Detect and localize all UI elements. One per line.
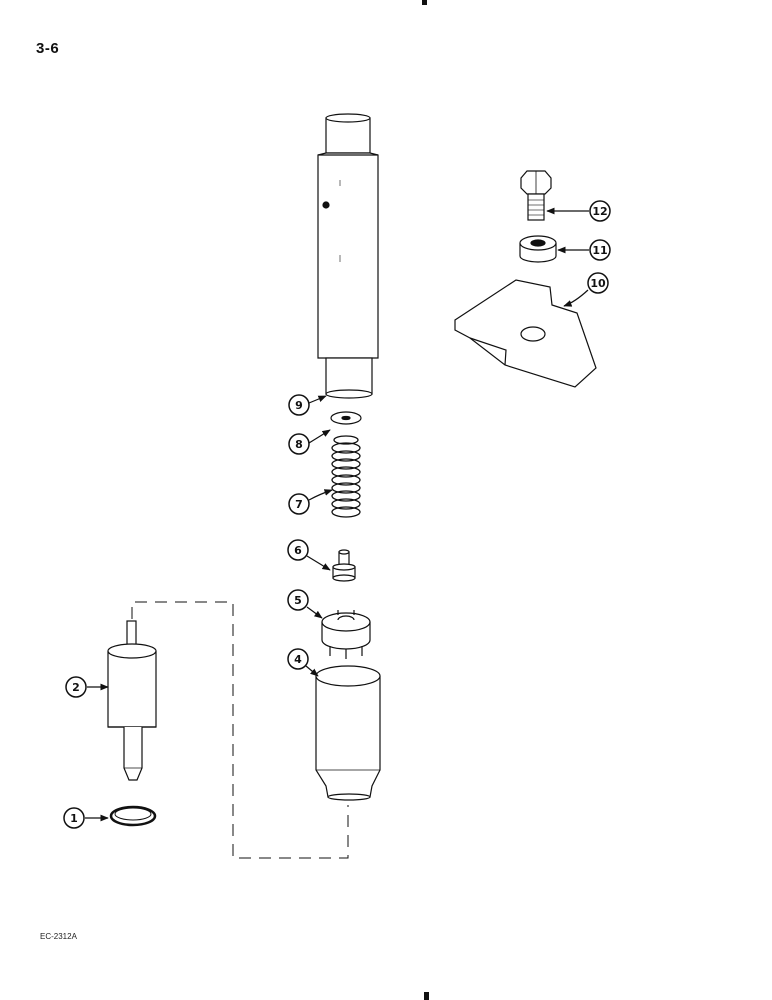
callout-6: 6 [287, 539, 309, 561]
callout-9: 9 [288, 394, 310, 416]
nozzle [107, 620, 157, 781]
leader-arrow-6 [306, 555, 331, 571]
leader-arrow-8 [308, 429, 331, 444]
shim-washer [330, 411, 362, 425]
callout-number: 7 [295, 498, 303, 511]
callout-number: 4 [294, 653, 302, 666]
leader-arrow-4 [305, 665, 319, 677]
binding-mark-bottom [424, 992, 429, 1000]
intermediate-disc [321, 610, 371, 659]
callout-number: 5 [294, 594, 302, 607]
clamp [454, 279, 597, 388]
callouts: 1 2 4 5 6 7 8 9 [63, 200, 611, 829]
callout-2: 2 [65, 676, 87, 698]
callout-number: 6 [294, 544, 302, 557]
spherical-washer [519, 235, 557, 263]
page-number: 3-6 [36, 40, 60, 57]
callout-number: 11 [592, 244, 607, 257]
callout-7: 7 [288, 493, 310, 515]
callout-12: 12 [589, 200, 611, 222]
bolt [520, 170, 552, 221]
figure-code: EC-2312A [40, 932, 77, 941]
callout-number: 9 [295, 399, 303, 412]
dashed-connection-line [131, 601, 349, 859]
injector-body [317, 113, 379, 399]
nozzle-nut [315, 665, 381, 801]
callout-5: 5 [287, 589, 309, 611]
callout-10: 10 [587, 272, 609, 294]
callout-number: 10 [590, 277, 606, 290]
leader-arrow-10 [563, 289, 589, 307]
spring [331, 435, 361, 518]
callout-8: 8 [288, 433, 310, 455]
leader-arrow-9 [308, 395, 327, 404]
callout-number: 2 [72, 681, 80, 694]
leader-arrow-5 [306, 606, 323, 619]
binding-mark-top [422, 0, 427, 5]
leader-arrows [85, 207, 589, 822]
callout-4: 4 [287, 648, 309, 670]
spindle [332, 549, 356, 582]
callout-11: 11 [589, 239, 611, 261]
leader-arrow-7 [308, 489, 333, 501]
callout-number: 1 [70, 812, 78, 825]
seal-ring [109, 805, 157, 827]
callout-1: 1 [63, 807, 85, 829]
callout-number: 8 [295, 438, 303, 451]
callout-number: 12 [592, 205, 607, 218]
